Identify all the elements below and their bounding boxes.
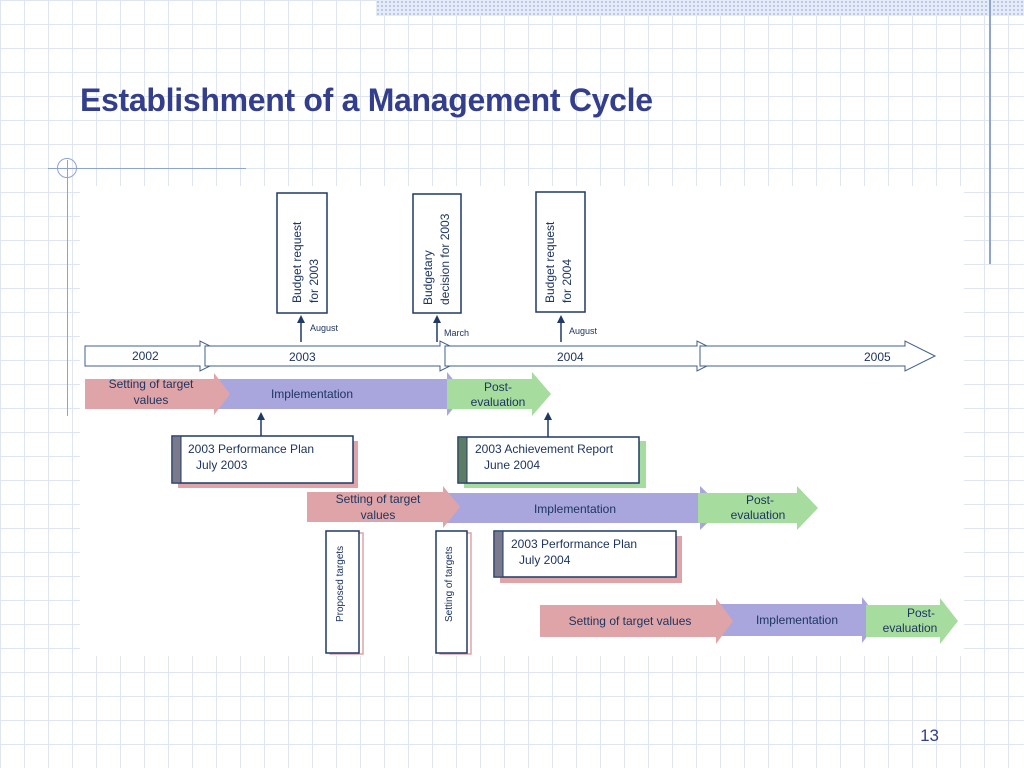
document-card [457, 436, 640, 484]
milestone-label-line2: decision for 2003 [438, 213, 452, 305]
document-achievement-report-2003: 2003 Achievement Report June 2004 [457, 436, 646, 488]
top-decoration-band [376, 0, 1024, 16]
milestone-label-line2: for 2003 [307, 259, 321, 303]
milestone-label-line1: Budgetary [421, 250, 435, 305]
cycle-2: Setting of target values Implementation … [307, 486, 818, 530]
document-up-arrow [544, 412, 552, 437]
setting-arrow [85, 373, 230, 415]
document-title: 2003 Performance Plan [188, 442, 314, 456]
setting-of-targets-box: Setting of targets [435, 530, 472, 655]
cycle-1: Setting of target values Implementation … [85, 372, 551, 416]
milestone-budget-request-2003: Budget request for 2003 [276, 192, 328, 314]
implementation-label: Implementation [534, 502, 616, 516]
milestone-budgetary-decision-2003: Budgetary decision for 2003 [412, 193, 462, 314]
milestone-box [412, 193, 462, 314]
document-spine [457, 436, 468, 484]
post-label-line2: evaluation [471, 395, 526, 409]
year-label-2004: 2004 [557, 350, 584, 364]
cycle-3: Setting of target values Implementation … [540, 597, 958, 644]
setting-label: Setting of target values [569, 614, 692, 628]
document-performance-plan-2004: 2003 Performance Plan July 2004 [493, 530, 682, 583]
milestone-up-arrow [433, 315, 441, 342]
title-divider [48, 168, 246, 169]
milestone-box [535, 191, 586, 313]
timeline-arrow-2003 [204, 340, 472, 372]
post-label-line1: Post- [907, 606, 935, 620]
milestone-budget-request-2004: Budget request for 2004 [535, 191, 586, 313]
document-card [493, 530, 677, 578]
post-evaluation-arrow [866, 598, 958, 644]
document-up-arrow [257, 412, 265, 436]
post-label-line2: evaluation [731, 508, 786, 522]
month-label: March [444, 328, 469, 338]
implementation-arrow [720, 597, 880, 643]
proposed-targets-box: Proposed targets [325, 530, 364, 655]
setting-label-line2: values [134, 393, 169, 407]
document-card [171, 435, 354, 484]
document-title: 2003 Performance Plan [511, 537, 637, 551]
milestone-label-line1: Budget request [290, 221, 304, 303]
timeline-arrow-2005 [699, 340, 937, 372]
setting-arrow [307, 486, 460, 528]
year-label-2005: 2005 [864, 350, 891, 364]
vertical-label: Setting of targets [444, 546, 455, 622]
implementation-arrow [200, 372, 465, 416]
milestone-box [276, 192, 328, 314]
timeline [84, 340, 937, 372]
document-date: July 2003 [196, 458, 248, 472]
page-number: 13 [920, 726, 939, 745]
post-evaluation-arrow [447, 372, 551, 416]
setting-label-line1: Setting of target [336, 492, 421, 506]
ring-ornament-icon [57, 158, 77, 178]
slide-title: Establishment of a Management Cycle [80, 82, 653, 118]
implementation-label: Implementation [756, 613, 838, 627]
right-decoration-line [989, 0, 991, 264]
left-decoration-line [67, 160, 68, 416]
month-label: August [569, 326, 598, 336]
document-spine [171, 435, 182, 484]
document-title: 2003 Achievement Report [475, 442, 614, 456]
vertical-box [325, 530, 360, 654]
year-label-2003: 2003 [289, 350, 316, 364]
document-date: June 2004 [484, 458, 540, 472]
implementation-arrow [445, 486, 723, 530]
milestone-up-arrow [557, 315, 565, 342]
post-label-line2: evaluation [883, 621, 938, 635]
year-label-2002: 2002 [132, 349, 159, 363]
milestone-up-arrow [297, 315, 305, 342]
document-performance-plan-2003: 2003 Performance Plan July 2003 [171, 435, 358, 488]
implementation-label: Implementation [271, 387, 353, 401]
milestone-label-line1: Budget request [543, 221, 557, 303]
vertical-label: Proposed targets [335, 546, 346, 622]
month-label: August [310, 323, 339, 333]
setting-label-line2: values [361, 508, 396, 522]
document-date: July 2004 [519, 553, 571, 567]
post-label-line1: Post- [746, 493, 774, 507]
post-label-line1: Post- [484, 380, 512, 394]
setting-arrow [540, 598, 733, 644]
milestone-label-line2: for 2004 [560, 259, 574, 303]
setting-label-line1: Setting of target [109, 377, 194, 391]
post-evaluation-arrow [698, 486, 818, 530]
document-spine [493, 530, 504, 578]
timeline-arrow-2004 [444, 340, 729, 372]
vertical-box [435, 530, 468, 654]
